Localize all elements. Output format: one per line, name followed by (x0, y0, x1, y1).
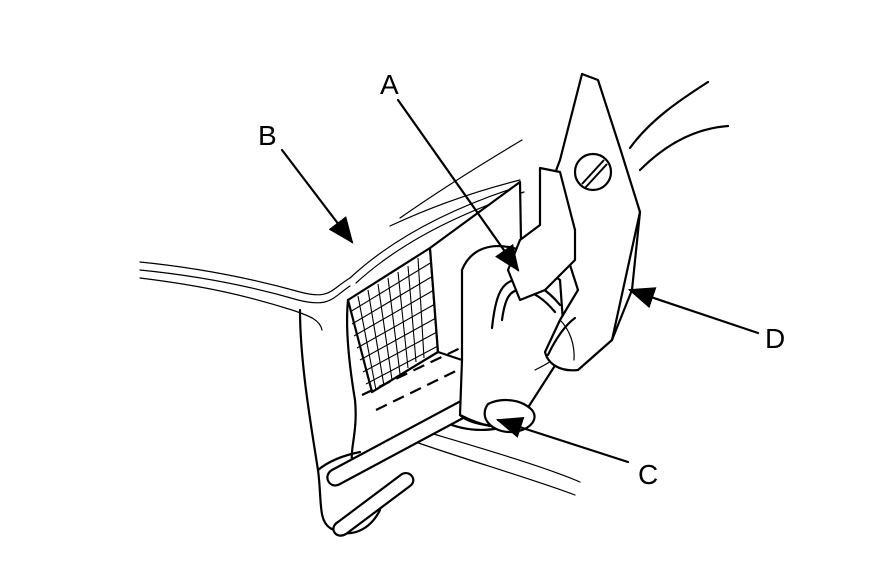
callout-arrows (280, 98, 760, 464)
arrow-b (280, 148, 354, 244)
upper-wires (139, 139, 525, 331)
body-panel (298, 308, 581, 535)
label-d: D (765, 323, 785, 354)
arrow-d (627, 287, 760, 335)
pliers (506, 72, 730, 372)
arrow-c (495, 416, 630, 464)
label-b: B (258, 120, 277, 151)
label-a: A (380, 69, 399, 100)
label-c: C (638, 459, 658, 490)
arrow-a (396, 98, 520, 272)
